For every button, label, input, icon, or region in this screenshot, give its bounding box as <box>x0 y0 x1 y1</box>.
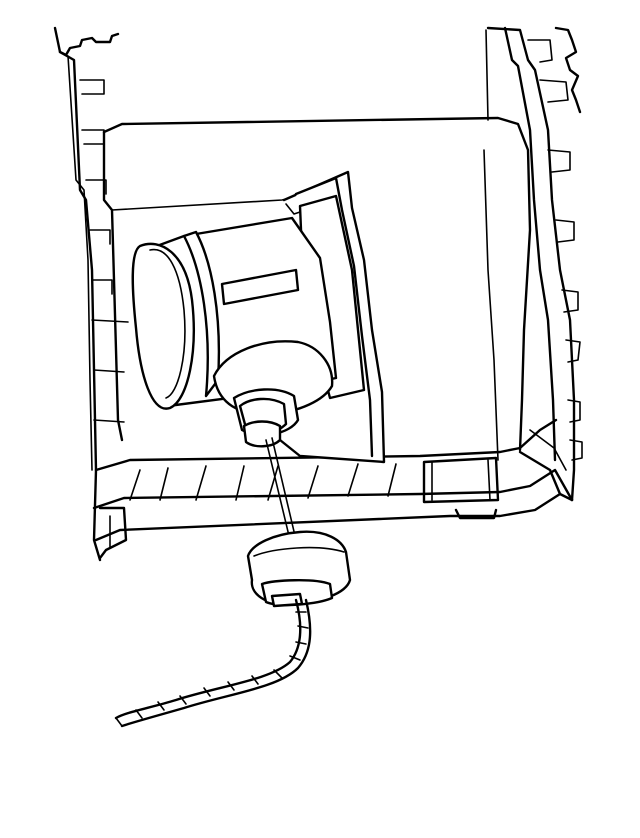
electrical-connector-icon <box>246 437 352 608</box>
air-cleaner-housing-icon <box>53 26 583 562</box>
mass-air-flow-sensor-icon <box>131 216 338 448</box>
wiring-harness-icon <box>114 598 312 728</box>
